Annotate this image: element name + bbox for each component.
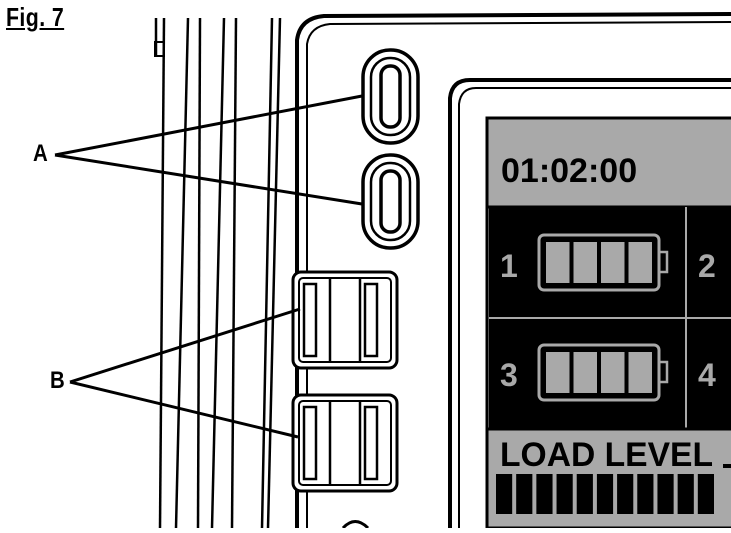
battery-cell [628,352,652,393]
battery-cell [546,242,570,283]
slot-1-number: 1 [500,248,518,284]
battery-cell [573,242,597,283]
timer-readout: 01:02:00 [501,152,637,190]
slot-4-number: 4 [698,357,716,393]
battery-cell [628,242,652,283]
battery-cell [546,352,570,393]
leader-lines-a [54,94,363,206]
callout-label-b: B [50,367,65,394]
device-housing [295,12,731,528]
load-bar-segment [556,474,573,514]
side-panel-lines [154,17,282,529]
button-a-lower[interactable] [361,153,420,250]
button-a-upper[interactable] [361,48,420,145]
load-bar-segment [677,474,694,514]
slot-2-number: 2 [698,248,716,284]
load-bar-segment [596,474,614,514]
callout-label-a: A [33,140,48,167]
screen-bezel [448,78,731,528]
connector-b-upper[interactable] [291,270,399,370]
battery-icon [537,343,669,402]
load-bar-segment [657,474,674,514]
load-bar-segment [576,474,593,514]
leader-lines-b [69,307,301,439]
battery-icon [537,233,669,292]
load-bar-segment [516,474,533,514]
load-bar-segment [617,474,634,514]
battery-cell [573,352,597,393]
slot-3-number: 3 [500,357,518,393]
battery-cell [601,352,625,393]
bottom-knob [341,520,370,530]
lcd-screen: 01:02:00 1 2 3 4 LOAD LEVEL [485,116,731,530]
side-notch [154,41,165,57]
load-bar-segment [697,474,714,514]
load-bar-segment [496,474,513,514]
figure-title: Fig. 7 [6,2,65,32]
load-level-bar [496,474,714,514]
load-bar-segment [536,474,553,514]
load-bar-segment [637,474,654,514]
connector-b-lower[interactable] [291,393,399,493]
battery-cell [601,242,625,283]
load-level-label: LOAD LEVEL [500,436,713,474]
